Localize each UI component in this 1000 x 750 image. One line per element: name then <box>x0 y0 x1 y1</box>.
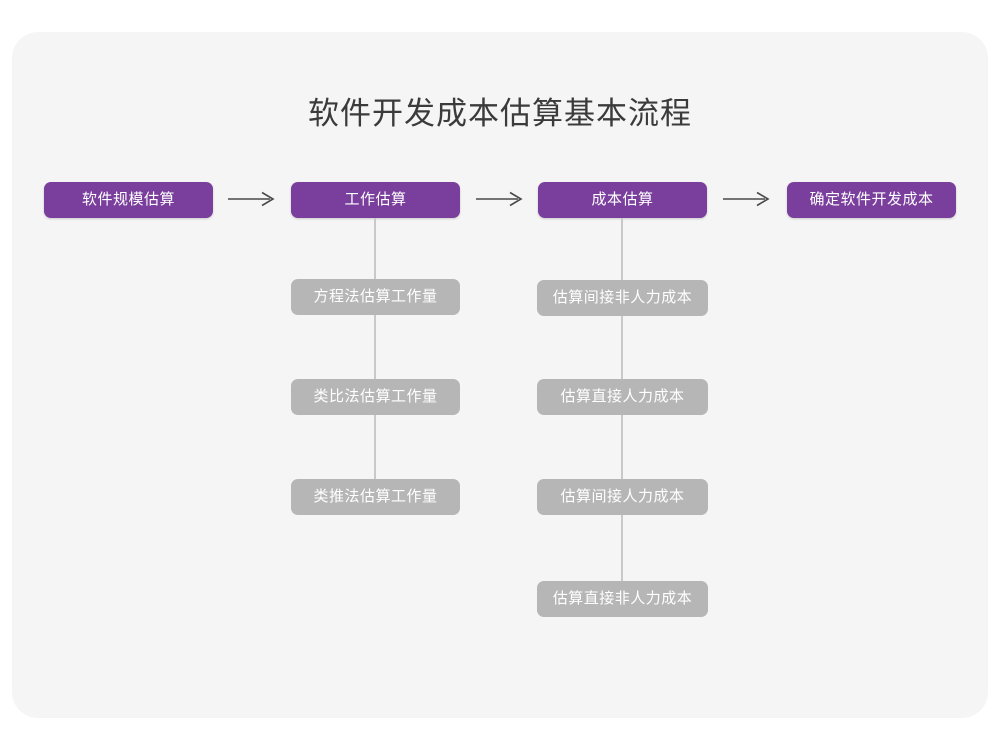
flow-node-software-scale-estimation[interactable]: 软件规模估算 <box>44 182 213 218</box>
branch-node-indirect-labor-cost[interactable]: 估算间接人力成本 <box>537 479 708 515</box>
branch-node-direct-labor-cost[interactable]: 估算直接人力成本 <box>537 379 708 415</box>
flow-arrow-2 <box>476 191 526 207</box>
branch-node-indirect-nonlabor-cost[interactable]: 估算间接非人力成本 <box>537 280 708 316</box>
branch-node-analogy-method-effort[interactable]: 类比法估算工作量 <box>291 379 460 415</box>
flow-arrow-3 <box>723 191 773 207</box>
branch-node-inference-method-effort[interactable]: 类推法估算工作量 <box>291 479 460 515</box>
flow-node-cost-estimation[interactable]: 成本估算 <box>538 182 707 218</box>
flow-node-effort-estimation[interactable]: 工作估算 <box>291 182 460 218</box>
flow-node-determine-development-cost[interactable]: 确定软件开发成本 <box>787 182 956 218</box>
branch-node-equation-method-effort[interactable]: 方程法估算工作量 <box>291 279 460 315</box>
flow-arrow-1 <box>228 191 278 207</box>
content-card <box>12 32 988 718</box>
branch-node-direct-nonlabor-cost[interactable]: 估算直接非人力成本 <box>537 581 708 617</box>
branch-connector-effort <box>374 218 376 498</box>
page-title: 软件开发成本估算基本流程 <box>308 96 692 131</box>
